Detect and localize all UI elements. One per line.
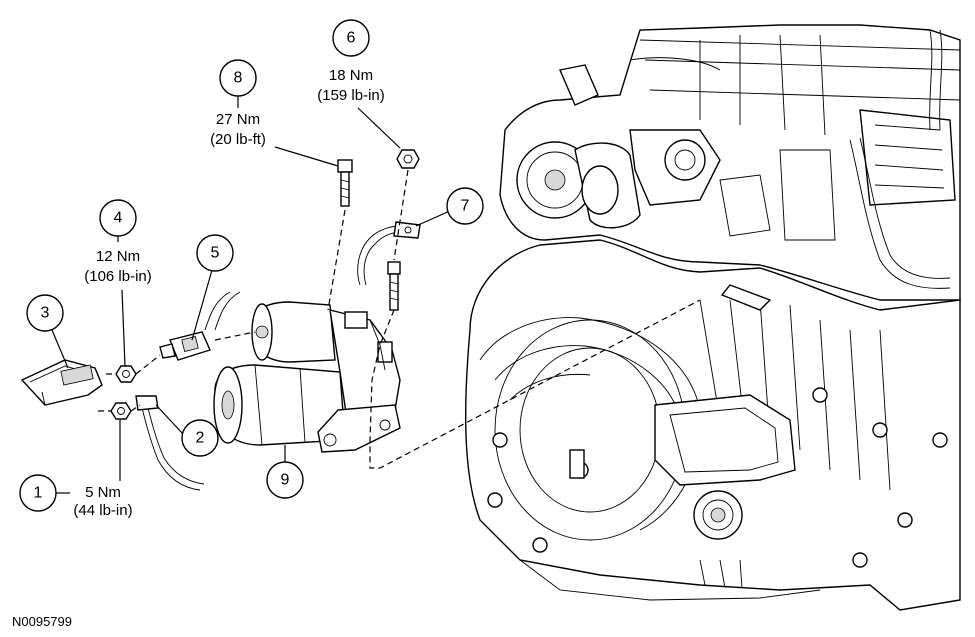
assembly-guide-lines bbox=[98, 169, 701, 469]
callout-number: 2 bbox=[196, 430, 205, 447]
starter-cable-lead bbox=[159, 291, 241, 361]
callout-9: 9 bbox=[266, 461, 304, 499]
torque-metric: 5 Nm bbox=[85, 484, 121, 501]
starter-mounting-stud bbox=[387, 261, 401, 311]
leader-lines bbox=[51, 96, 453, 494]
callout-8: 8 27 Nm (20 lb-ft) bbox=[210, 59, 266, 148]
callout-1: 1 5 Nm (44 lb-in) bbox=[19, 474, 133, 519]
torque-metric: 12 Nm bbox=[96, 248, 140, 265]
callout-number: 7 bbox=[461, 198, 470, 215]
starter-mounting-bolt-upper bbox=[337, 159, 353, 207]
callout-3: 3 bbox=[26, 294, 64, 332]
callout-number: 5 bbox=[211, 245, 220, 262]
callout-5: 5 bbox=[196, 234, 234, 272]
ground-wire bbox=[135, 395, 205, 491]
torque-metric: 18 Nm bbox=[329, 67, 373, 84]
torque-imperial: (159 lb-in) bbox=[317, 87, 385, 104]
starter-stud-nut bbox=[396, 149, 420, 169]
figure-id: N0095799 bbox=[12, 614, 72, 629]
callout-number: 6 bbox=[347, 30, 356, 47]
callout-4: 4 12 Nm (106 lb-in) bbox=[84, 199, 152, 285]
starter-motor bbox=[213, 301, 401, 453]
wiring-bracket bbox=[357, 221, 421, 286]
engine-transaxle-assembly bbox=[464, 24, 961, 611]
callout-2: 2 bbox=[181, 419, 219, 457]
callout-number: 4 bbox=[114, 210, 123, 227]
solenoid-nut bbox=[115, 365, 137, 383]
callout-number: 8 bbox=[234, 70, 243, 87]
callout-7: 7 bbox=[446, 187, 484, 225]
torque-metric: 27 Nm bbox=[216, 111, 260, 128]
torque-imperial: (106 lb-in) bbox=[84, 268, 152, 285]
callout-number: 1 bbox=[34, 485, 43, 502]
electrical-connector bbox=[20, 359, 103, 406]
terminal-nut bbox=[110, 402, 132, 420]
torque-imperial: (44 lb-in) bbox=[73, 502, 132, 519]
callout-6: 6 18 Nm (159 lb-in) bbox=[317, 19, 385, 104]
callout-number: 3 bbox=[41, 305, 50, 322]
torque-imperial: (20 lb-ft) bbox=[210, 131, 266, 148]
callout-number: 9 bbox=[281, 472, 290, 489]
